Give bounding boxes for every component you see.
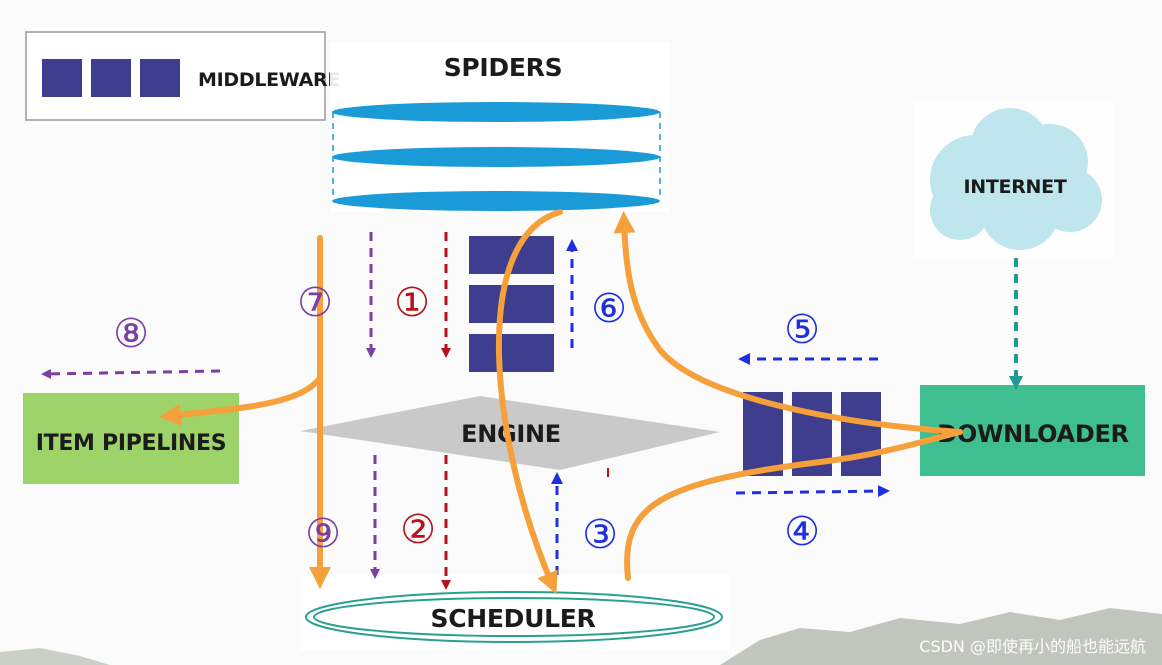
- step-8: ⑧: [113, 311, 149, 357]
- background-tree-strip: [0, 608, 1162, 665]
- spiders-disk-3: [332, 191, 660, 211]
- spiders-node: SPIDERS: [330, 42, 670, 212]
- scheduler-node: SCHEDULER: [300, 575, 730, 650]
- downloader-middleware-block-3: [841, 392, 881, 476]
- spider-middleware-block-2: [469, 285, 554, 323]
- item-pipelines-node: ITEM PIPELINES: [23, 393, 239, 484]
- spiders-disk-2: [332, 147, 660, 167]
- legend-middleware-block-1: [42, 59, 82, 97]
- step-4: ④: [784, 509, 820, 555]
- step-6: ⑥: [591, 286, 627, 332]
- legend-middleware-block-2: [91, 59, 131, 97]
- orange-arrow-downloader-to-spiders: [613, 211, 963, 435]
- step-numbers: ⑦ ① ⑥ ⑧ ⑤ ⑨ ② ③ ④: [113, 280, 820, 558]
- internet-label: INTERNET: [964, 176, 1067, 198]
- item-pipelines-label: ITEM PIPELINES: [36, 431, 227, 456]
- spiders-label: SPIDERS: [444, 53, 563, 82]
- watermark: CSDN @即使再小的船也能远航: [919, 637, 1146, 656]
- step-3: ③: [582, 512, 618, 558]
- arrow-to-item-pipelines: [41, 368, 221, 379]
- step-9: ⑨: [305, 511, 341, 557]
- legend-label: MIDDLEWARE: [198, 69, 340, 91]
- arrow-step4-blue: [735, 485, 890, 498]
- orange-flow-arrows: [159, 209, 963, 595]
- legend-middleware-block-3: [140, 59, 180, 97]
- dashed-arrows: [41, 232, 1023, 590]
- orange-arrow-to-item-pipelines: [159, 375, 323, 426]
- step-2: ②: [400, 507, 436, 553]
- step-7: ⑦: [297, 280, 333, 326]
- internet-cloud-icon: INTERNET: [913, 100, 1113, 260]
- orange-arrow-engine-to-scheduler: [496, 209, 563, 595]
- downloader-label: DOWNLOADER: [937, 420, 1128, 448]
- scheduler-label: SCHEDULER: [431, 604, 596, 633]
- orange-arrow-scheduler-to-downloader: [624, 429, 963, 581]
- step-1: ①: [394, 280, 430, 326]
- step-5: ⑤: [784, 307, 820, 353]
- legend-box: MIDDLEWARE: [25, 31, 340, 121]
- spider-middleware-block-3: [469, 334, 554, 372]
- spiders-disk-1: [332, 102, 660, 122]
